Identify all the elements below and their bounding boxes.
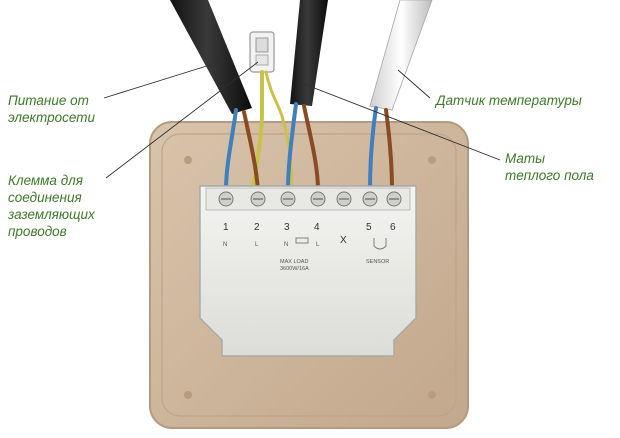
terminal-sub-1: N xyxy=(223,242,227,248)
label-temperature-sensor: Датчик температуры xyxy=(436,93,582,108)
wire-sensor-blue xyxy=(368,106,378,192)
rating-label: 3600W/16A xyxy=(280,266,309,272)
load-symbol xyxy=(295,237,309,244)
sensor-symbol xyxy=(373,238,387,250)
sensor-label: SENSOR xyxy=(366,259,389,265)
wire-power-blue xyxy=(224,108,238,192)
label-ground-terminal: Клемма для соединения заземляющих провод… xyxy=(8,173,95,239)
wires xyxy=(224,70,394,192)
ground-clamp xyxy=(249,31,275,73)
wire-sensor-brown xyxy=(384,108,394,192)
terminal-module: 1 2 3 4 5 6 N L N L X MAX LOAD 3600W/16A… xyxy=(199,185,417,357)
label-heating-mats: Маты теплого пола xyxy=(505,151,594,183)
mats-cable xyxy=(290,0,328,106)
terminal-number-5: 5 xyxy=(366,222,372,233)
terminal-number-2: 2 xyxy=(254,222,260,233)
terminal-number-4: 4 xyxy=(314,222,320,233)
wire-mats-brown xyxy=(302,104,320,192)
max-load-label: MAX LOAD xyxy=(280,259,308,265)
sensor-cable xyxy=(369,0,433,111)
terminal-sub-x: X xyxy=(340,235,347,246)
terminal-number-3: 3 xyxy=(284,222,290,233)
terminal-number-1: 1 xyxy=(223,222,229,233)
terminal-number-6: 6 xyxy=(390,222,396,233)
power-cable xyxy=(170,0,252,114)
cables xyxy=(170,0,433,114)
terminal-sub-3: N xyxy=(284,242,288,248)
label-power-supply: Питание от электросети xyxy=(8,93,95,125)
terminal-sub-4: L xyxy=(316,242,320,248)
pointer-lines xyxy=(103,59,501,179)
wire-power-brown xyxy=(242,110,260,192)
terminal-sub-2: L xyxy=(255,242,259,248)
wire-mats-blue xyxy=(286,102,298,192)
